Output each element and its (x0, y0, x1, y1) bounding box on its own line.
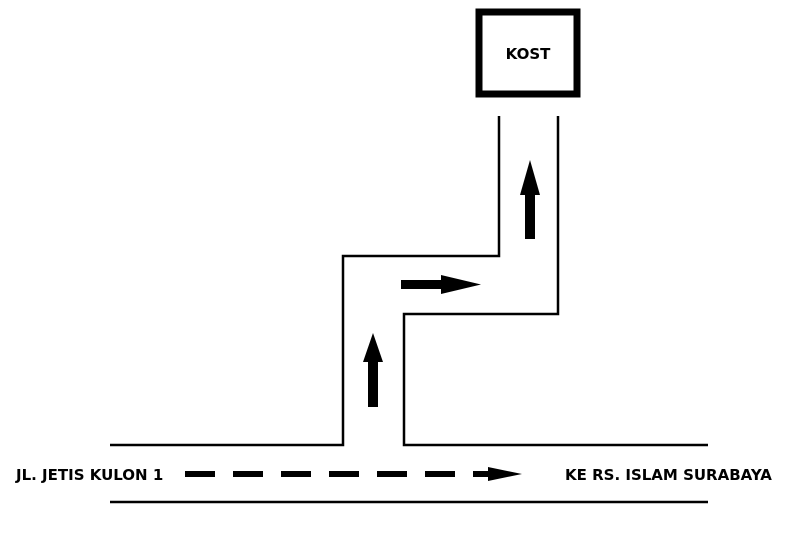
arrow-up-icon (520, 160, 540, 239)
kost-box-frame (475, 8, 581, 98)
kost-label: KOST (506, 45, 552, 63)
arrow-up-icon (363, 333, 383, 407)
dashed-arrow-right-icon (185, 467, 522, 481)
dashed-route-arrowhead (488, 467, 522, 481)
kost-box: KOST (475, 8, 581, 98)
origin-street-label: JL. JETIS KULON 1 (15, 466, 163, 484)
direction-label: KE RS. ISLAM SURABAYA (565, 466, 772, 484)
arrow-right-icon (401, 275, 481, 294)
alley-outer-edge (110, 116, 501, 447)
alley-inner-edge (402, 116, 708, 447)
